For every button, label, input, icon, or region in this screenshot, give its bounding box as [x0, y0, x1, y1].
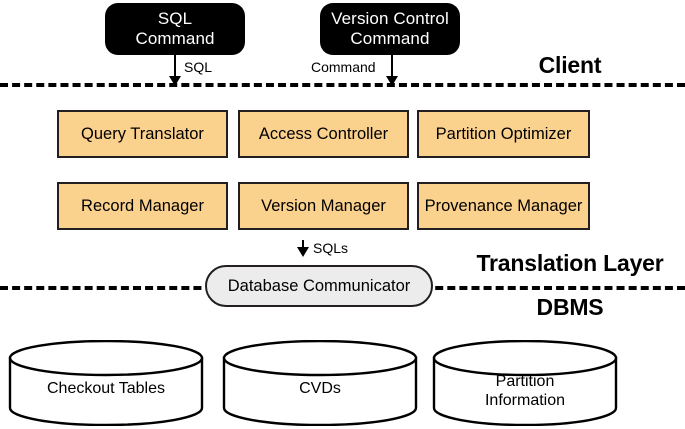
datastore-checkout-tables[interactable]: Checkout Tables: [8, 339, 204, 427]
sql-command-box[interactable]: SQL Command: [105, 3, 245, 55]
dbms-layer-label: DBMS: [536, 294, 604, 320]
sql-arrow-shaft: [174, 55, 176, 78]
cylinder-shape-icon: [432, 339, 618, 427]
component-partition-optimizer[interactable]: Partition Optimizer: [417, 110, 590, 158]
database-communicator-box[interactable]: Database Communicator: [205, 265, 433, 307]
sqls-arrow-shaft: [302, 240, 304, 250]
component-label: Version Manager: [261, 196, 386, 215]
datastore-cvds[interactable]: CVDs: [222, 339, 418, 427]
client-divider-dashed-line: [0, 83, 685, 87]
component-label: Partition Optimizer: [435, 124, 572, 143]
sql-command-label: SQL Command: [135, 9, 215, 48]
component-label: Record Manager: [81, 196, 204, 215]
component-query-translator[interactable]: Query Translator: [57, 110, 228, 158]
sqls-arrow-label: SQLs: [313, 240, 349, 256]
datastore-partition-information[interactable]: Partition Information: [432, 339, 618, 427]
command-arrow-shaft: [391, 55, 393, 78]
sql-arrow-head-icon: [169, 76, 181, 86]
component-version-manager[interactable]: Version Manager: [238, 182, 409, 230]
cylinder-shape-icon: [222, 339, 418, 427]
cylinder-shape-icon: [8, 339, 204, 427]
command-arrow-head-icon: [386, 76, 398, 86]
client-layer-label: Client: [538, 52, 602, 78]
translation-layer-label: Translation Layer: [476, 250, 664, 276]
version-control-command-box[interactable]: Version Control Command: [320, 3, 460, 55]
component-record-manager[interactable]: Record Manager: [57, 182, 228, 230]
component-provenance-manager[interactable]: Provenance Manager: [417, 182, 590, 230]
sql-arrow-label: SQL: [184, 59, 213, 75]
component-access-controller[interactable]: Access Controller: [238, 110, 409, 158]
component-label: Query Translator: [81, 124, 204, 143]
version-control-command-label: Version Control Command: [331, 9, 449, 48]
component-label: Provenance Manager: [424, 196, 583, 215]
sqls-arrow-head-icon: [297, 247, 309, 257]
datastore-label: Partition Information: [484, 373, 566, 409]
datastore-label: CVDs: [299, 380, 341, 397]
datastore-label: Checkout Tables: [47, 380, 165, 397]
component-label: Access Controller: [258, 124, 389, 143]
command-arrow-label: Command: [311, 59, 376, 75]
database-communicator-label: Database Communicator: [227, 276, 411, 295]
